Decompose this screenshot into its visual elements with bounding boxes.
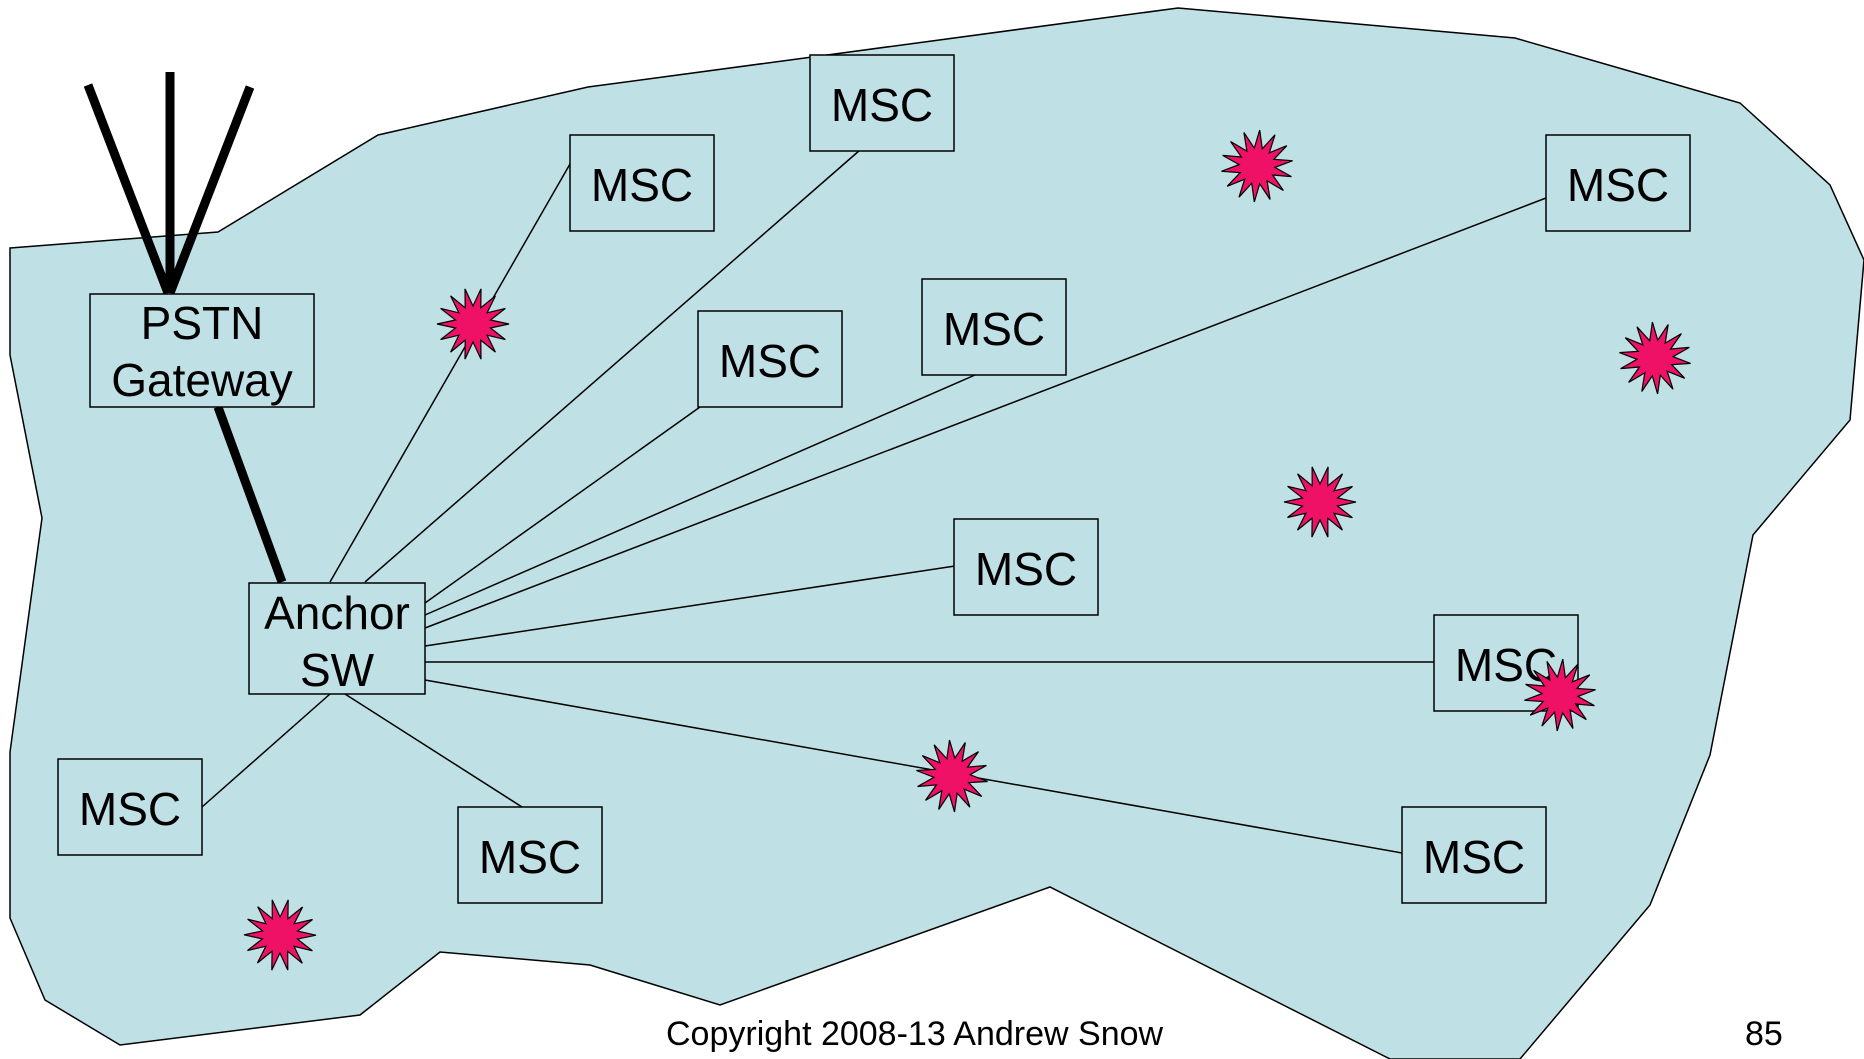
- msc-box: [1401, 806, 1547, 904]
- msc-box: [809, 54, 955, 152]
- starburst-markers: [243, 129, 1691, 971]
- link-msc-middle-right: [424, 565, 956, 647]
- link-msc-bottom-right: [424, 679, 1403, 854]
- page-number: 85: [1745, 1015, 1783, 1053]
- msc-box: [57, 758, 203, 856]
- gateway-anchor-trunk: [213, 405, 287, 584]
- msc-box: [697, 310, 843, 408]
- msc-label: MSC: [719, 335, 821, 387]
- msc-node: MSC: [457, 806, 603, 904]
- msc-node: MSC: [57, 758, 203, 856]
- anchor-sw-line1: Anchor: [264, 587, 410, 639]
- link-msc-center: [424, 374, 976, 616]
- msc-node: MSC: [953, 518, 1099, 616]
- copyright-text: Copyright 2008-13 Andrew Snow: [666, 1015, 1164, 1053]
- trunk-line: [83, 83, 173, 295]
- link-msc-top: [364, 149, 861, 583]
- starburst-icon: [243, 899, 317, 971]
- msc-node: MSC: [569, 134, 715, 232]
- nodes: PSTN Gateway Anchor SW MSC MSC MSC MSC M…: [57, 54, 1691, 904]
- anchor-sw-node: Anchor SW: [248, 582, 426, 696]
- starburst-icon: [1283, 466, 1357, 538]
- coverage-region: [9, 7, 1864, 1059]
- msc-node: MSC: [1545, 134, 1691, 232]
- msc-label: MSC: [479, 831, 581, 883]
- link-msc-bottom-left: [201, 693, 331, 808]
- starburst-icon: [1619, 321, 1691, 395]
- link-msc-top-left: [329, 163, 571, 583]
- msc-label: MSC: [1455, 639, 1557, 691]
- anchor-sw-line2: SW: [300, 644, 375, 696]
- pstn-gateway-line2: Gateway: [111, 354, 293, 406]
- pstn-trunks: [83, 72, 287, 584]
- msc-box: [953, 518, 1099, 616]
- anchor-sw-box: [248, 582, 426, 695]
- starburst-icon: [436, 288, 510, 360]
- trunk-line: [165, 85, 255, 295]
- msc-label: MSC: [1567, 159, 1669, 211]
- link-msc-top-right: [424, 197, 1547, 629]
- pstn-gateway-line1: PSTN: [141, 297, 264, 349]
- msc-box: [921, 278, 1067, 376]
- msc-label: MSC: [831, 79, 933, 131]
- msc-label: MSC: [943, 303, 1045, 355]
- msc-label: MSC: [591, 159, 693, 211]
- pstn-gateway-node: PSTN Gateway: [89, 293, 315, 408]
- link-msc-center-left: [424, 406, 701, 604]
- starburst-icon: [916, 739, 988, 813]
- starburst-icon: [1524, 658, 1596, 732]
- msc-node: MSC: [921, 278, 1067, 376]
- msc-label: MSC: [1423, 831, 1525, 883]
- link-msc-bottom: [344, 693, 523, 808]
- msc-box: [1545, 134, 1691, 232]
- msc-label: MSC: [79, 783, 181, 835]
- msc-box: [569, 134, 715, 232]
- msc-node: MSC: [697, 310, 843, 408]
- msc-node: MSC: [809, 54, 955, 152]
- starburst-icon: [1221, 129, 1293, 203]
- msc-box: [457, 806, 603, 904]
- msc-label: MSC: [975, 543, 1077, 595]
- msc-node: MSC: [1401, 806, 1547, 904]
- pstn-gateway-box: [89, 293, 315, 408]
- links: [201, 149, 1547, 854]
